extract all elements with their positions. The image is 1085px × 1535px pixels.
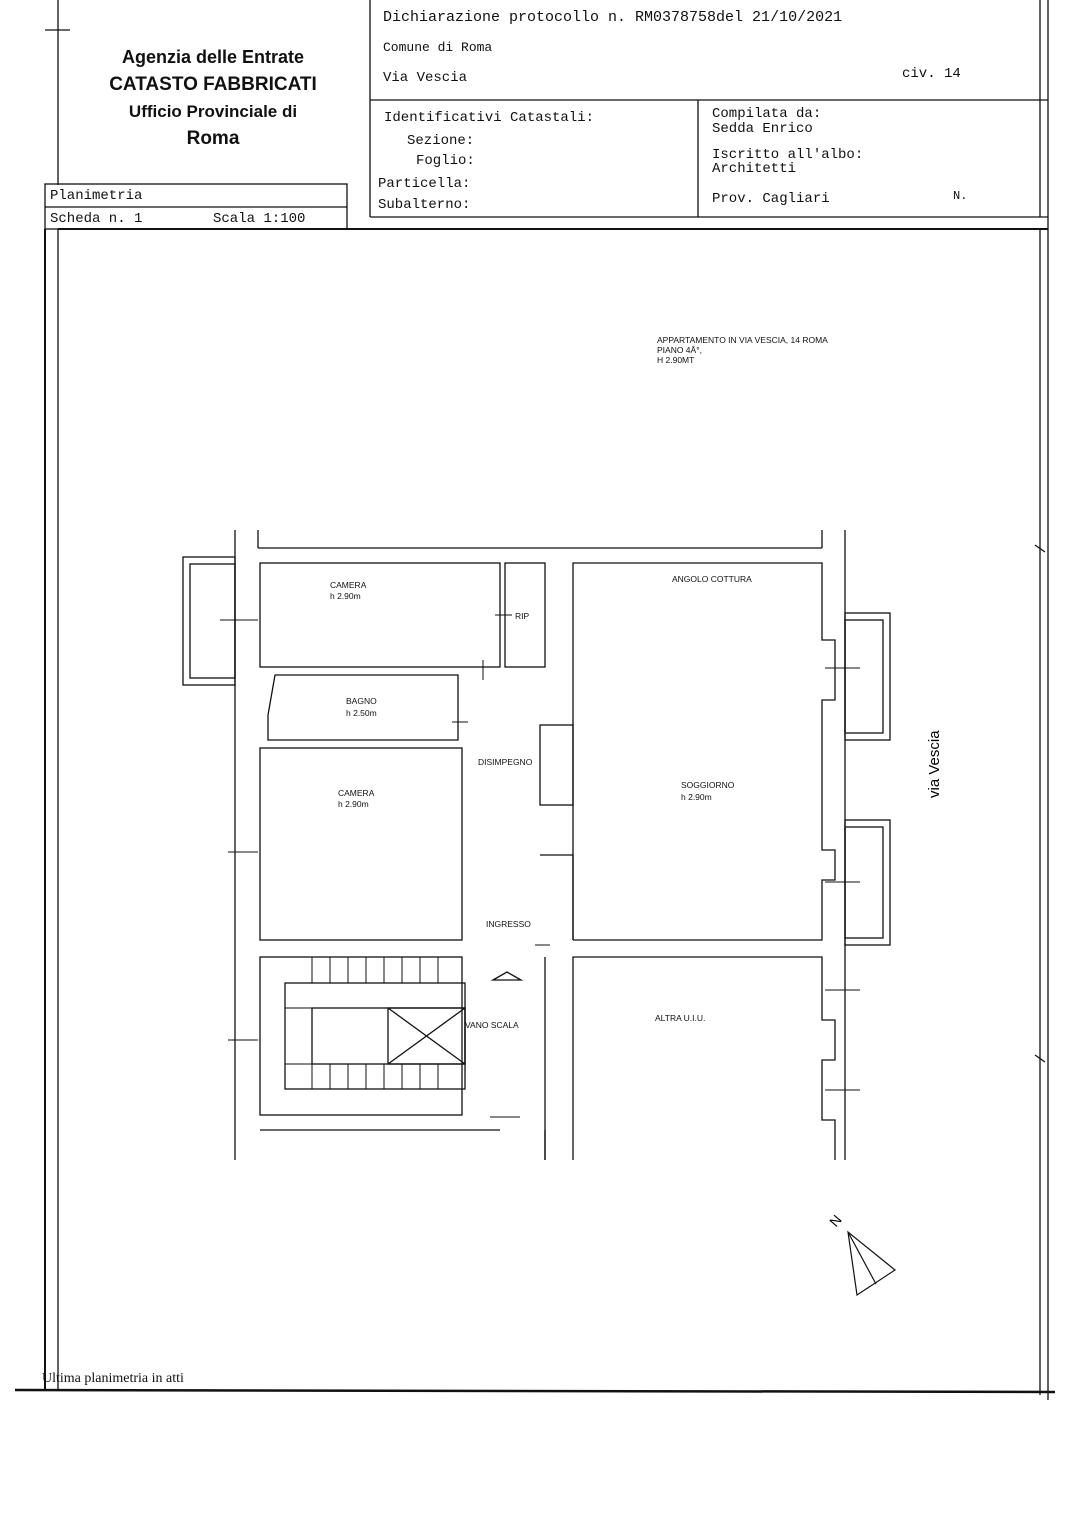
- room-label: RIP: [515, 611, 530, 621]
- albo-label: Iscritto all'albo:: [712, 147, 864, 163]
- room-label: SOGGIORNO: [681, 780, 735, 790]
- room-height: h 2.50m: [346, 708, 377, 718]
- street-label: via Vescia: [926, 730, 943, 798]
- room-soggiorno: [572, 562, 836, 941]
- room-label: VANO SCALA: [465, 1020, 519, 1030]
- room-camera-2: [259, 747, 463, 941]
- pillar: [539, 724, 574, 806]
- room-label: CAMERA: [330, 580, 367, 590]
- north-label: N: [826, 1212, 845, 1230]
- document-frame: [14, 0, 1056, 1400]
- scheda-number: Scheda n. 1: [50, 211, 143, 227]
- ufficio-city: Roma: [186, 128, 240, 149]
- room-bagno: [267, 674, 459, 741]
- comune: Comune di Roma: [383, 40, 493, 55]
- north-compass-icon: [847, 1230, 897, 1297]
- agency-name: Agenzia delle Entrate: [121, 47, 305, 67]
- compilata-name: Sedda Enrico: [712, 121, 813, 137]
- room-label: INGRESSO: [486, 919, 531, 929]
- openings: [220, 614, 860, 1118]
- particella-label: Particella:: [378, 176, 471, 192]
- scheda-type: Planimetria: [50, 188, 143, 204]
- plan-note: APPARTAMENTO IN VIA VESCIA, 14 ROMA: [657, 335, 828, 345]
- catasto-title: CATASTO FABBRICATI: [109, 74, 317, 95]
- street: Via Vescia: [383, 70, 468, 86]
- room-label: DISIMPEGNO: [478, 757, 533, 767]
- plan-note: H 2.90MT: [657, 355, 694, 365]
- room-label: CAMERA: [338, 788, 375, 798]
- registration-number: N.: [953, 189, 968, 203]
- footer-note: Ultima planimetria in atti: [42, 1371, 184, 1386]
- room-vano-scala: [259, 956, 463, 1116]
- albo-value: Architetti: [712, 161, 797, 177]
- province: Prov. Cagliari: [712, 191, 830, 207]
- stair-treads: [285, 957, 439, 1089]
- foglio-label: Foglio:: [416, 153, 475, 169]
- ufficio-label: Ufficio Provinciale di: [128, 102, 298, 121]
- room-height: h 2.90m: [681, 792, 712, 802]
- room-height: h 2.90m: [338, 799, 369, 809]
- protocol-number: Dichiarazione protocollo n. RM0378758del…: [383, 9, 843, 26]
- room-label: ANGOLO COTTURA: [672, 574, 752, 584]
- room-camera-1: [259, 562, 501, 668]
- ident-title: Identificativi Catastali:: [384, 110, 595, 126]
- room-label: ALTRA U.I.U.: [655, 1013, 705, 1023]
- compilata-label: Compilata da:: [712, 106, 822, 122]
- scheda-scale: Scala 1:100: [213, 211, 306, 227]
- room-height: h 2.90m: [330, 591, 361, 601]
- subalterno-label: Subalterno:: [378, 197, 471, 213]
- room-label: BAGNO: [346, 696, 377, 706]
- civic-number: civ. 14: [902, 66, 961, 82]
- walls: [182, 530, 891, 1160]
- plan-note: PIANO 4Â°,: [657, 345, 702, 355]
- agency-header: Agenzia delle Entrate CATASTO FABBRICATI…: [58, 44, 368, 152]
- sezione-label: Sezione:: [407, 133, 475, 149]
